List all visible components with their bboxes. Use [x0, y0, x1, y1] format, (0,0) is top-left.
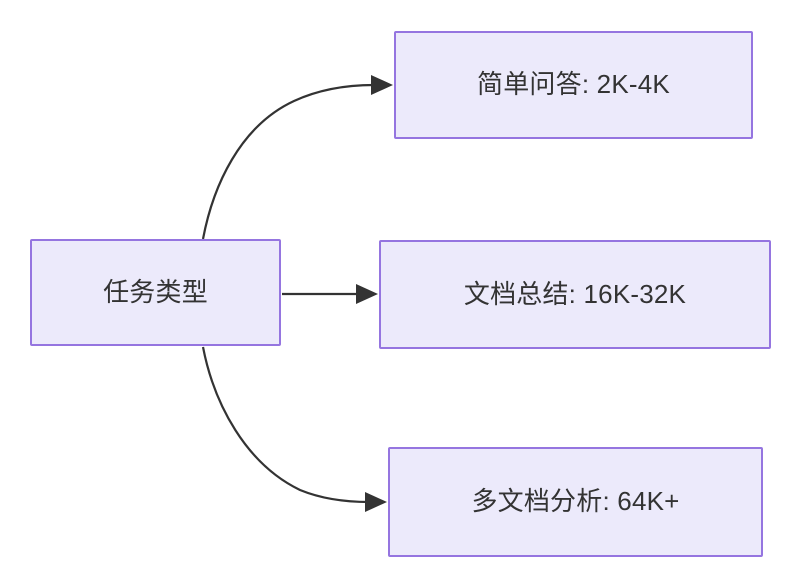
- node-task-type[interactable]: 任务类型: [30, 239, 281, 346]
- node-simple-qa[interactable]: 简单问答: 2K-4K: [394, 31, 753, 139]
- node-doc-summary[interactable]: 文档总结: 16K-32K: [379, 240, 771, 349]
- edge-path-multi-doc: [201, 346, 370, 504]
- node-multi-doc-label: 多文档分析: 64K+: [471, 486, 680, 517]
- node-simple-qa-label: 简单问答: 2K-4K: [477, 69, 670, 100]
- node-task-type-label: 任务类型: [103, 276, 208, 307]
- node-multi-doc[interactable]: 多文档分析: 64K+: [388, 447, 763, 557]
- edge-source-to-multi-doc: [201, 346, 387, 512]
- edge-path-simple-qa: [201, 83, 375, 240]
- edge-source-to-simple-qa: [201, 75, 393, 240]
- arrowhead-multi-doc: [365, 492, 387, 512]
- node-doc-summary-label: 文档总结: 16K-32K: [463, 278, 687, 309]
- arrowhead-doc-summary: [356, 284, 378, 304]
- edge-source-to-doc-summary: [282, 284, 378, 304]
- arrowhead-simple-qa: [371, 75, 393, 95]
